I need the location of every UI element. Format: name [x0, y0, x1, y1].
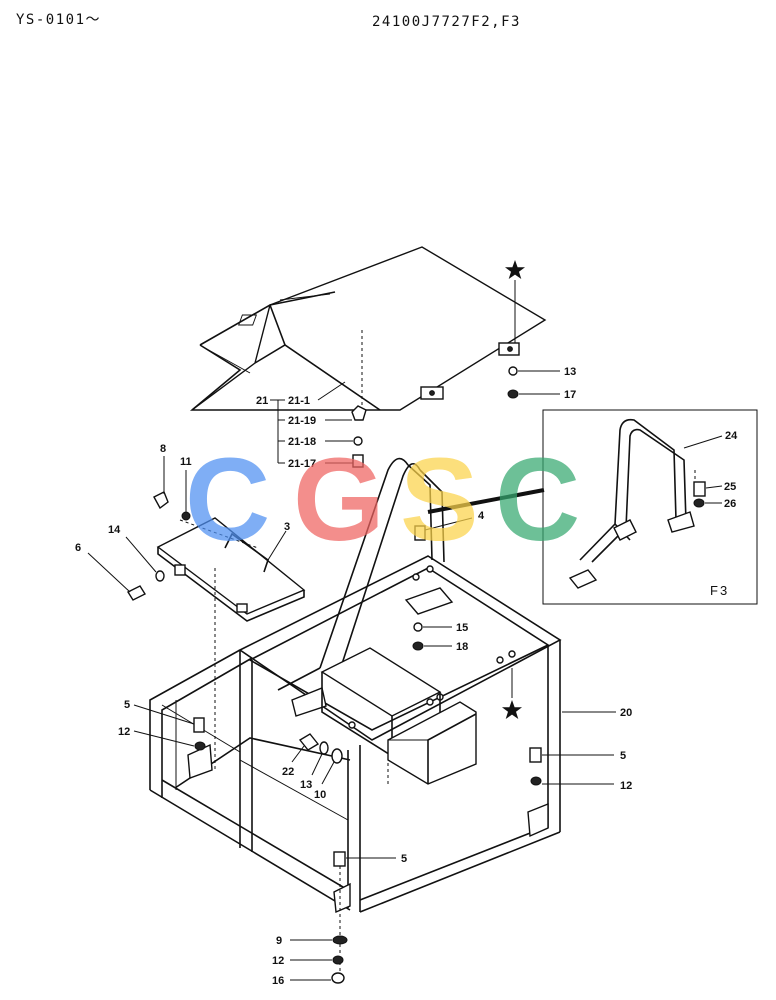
label-5-right: 5: [620, 750, 626, 762]
part-21-bracket: [270, 381, 367, 468]
label-5-bottom: 5: [401, 853, 407, 865]
label-26: 26: [724, 498, 736, 510]
watermark-letter-s: S: [400, 434, 479, 566]
label-inset-f3: F3: [710, 583, 729, 598]
inset-f3: [542, 409, 758, 605]
label-20: 20: [620, 707, 632, 719]
label-4: 4: [478, 510, 485, 522]
watermark-letter-g: G: [293, 434, 385, 566]
label-15: 15: [456, 622, 468, 634]
label-9: 9: [276, 935, 282, 947]
label-18: 18: [456, 641, 468, 653]
watermark-letter-c1: C: [185, 434, 270, 566]
main-frame: [149, 555, 562, 914]
star-marker-top: [505, 260, 525, 279]
label-6: 6: [75, 542, 81, 554]
label-13-mid: 13: [300, 779, 312, 791]
label-3: 3: [284, 521, 290, 533]
part-labels: 21 21-1 21-19 21-18 21-17 13 17 8 11 14 …: [75, 366, 738, 987]
star-marker-lower: [502, 700, 522, 719]
label-24: 24: [725, 430, 738, 442]
label-22: 22: [282, 766, 294, 778]
label-21-19: 21-19: [288, 415, 316, 427]
side-lid: [156, 517, 306, 622]
label-8: 8: [160, 443, 166, 455]
label-13-top: 13: [564, 366, 576, 378]
label-21-1: 21-1: [288, 395, 310, 407]
watermark-letter-c2: C: [495, 434, 580, 566]
battery-tray: [320, 647, 477, 785]
label-21-18: 21-18: [288, 436, 316, 448]
label-5-left: 5: [124, 699, 130, 711]
label-25: 25: [724, 481, 736, 493]
label-21-17: 21-17: [288, 458, 316, 470]
label-21: 21: [256, 395, 268, 407]
top-cover: [189, 246, 547, 411]
label-16: 16: [272, 975, 284, 987]
label-12-left: 12: [118, 726, 130, 738]
label-10: 10: [314, 789, 326, 801]
label-12-right: 12: [620, 780, 632, 792]
label-12-bottom: 12: [272, 955, 284, 967]
label-17: 17: [564, 389, 576, 401]
drawing-code-header: 24100J7727F2,F3: [372, 14, 521, 30]
label-11: 11: [180, 456, 192, 468]
callout-arrow: [427, 488, 545, 514]
label-14: 14: [108, 524, 121, 536]
handle-frame: [277, 457, 445, 691]
watermark: C G S C: [185, 434, 580, 566]
serial-range-header: YS-0101～: [16, 12, 102, 28]
